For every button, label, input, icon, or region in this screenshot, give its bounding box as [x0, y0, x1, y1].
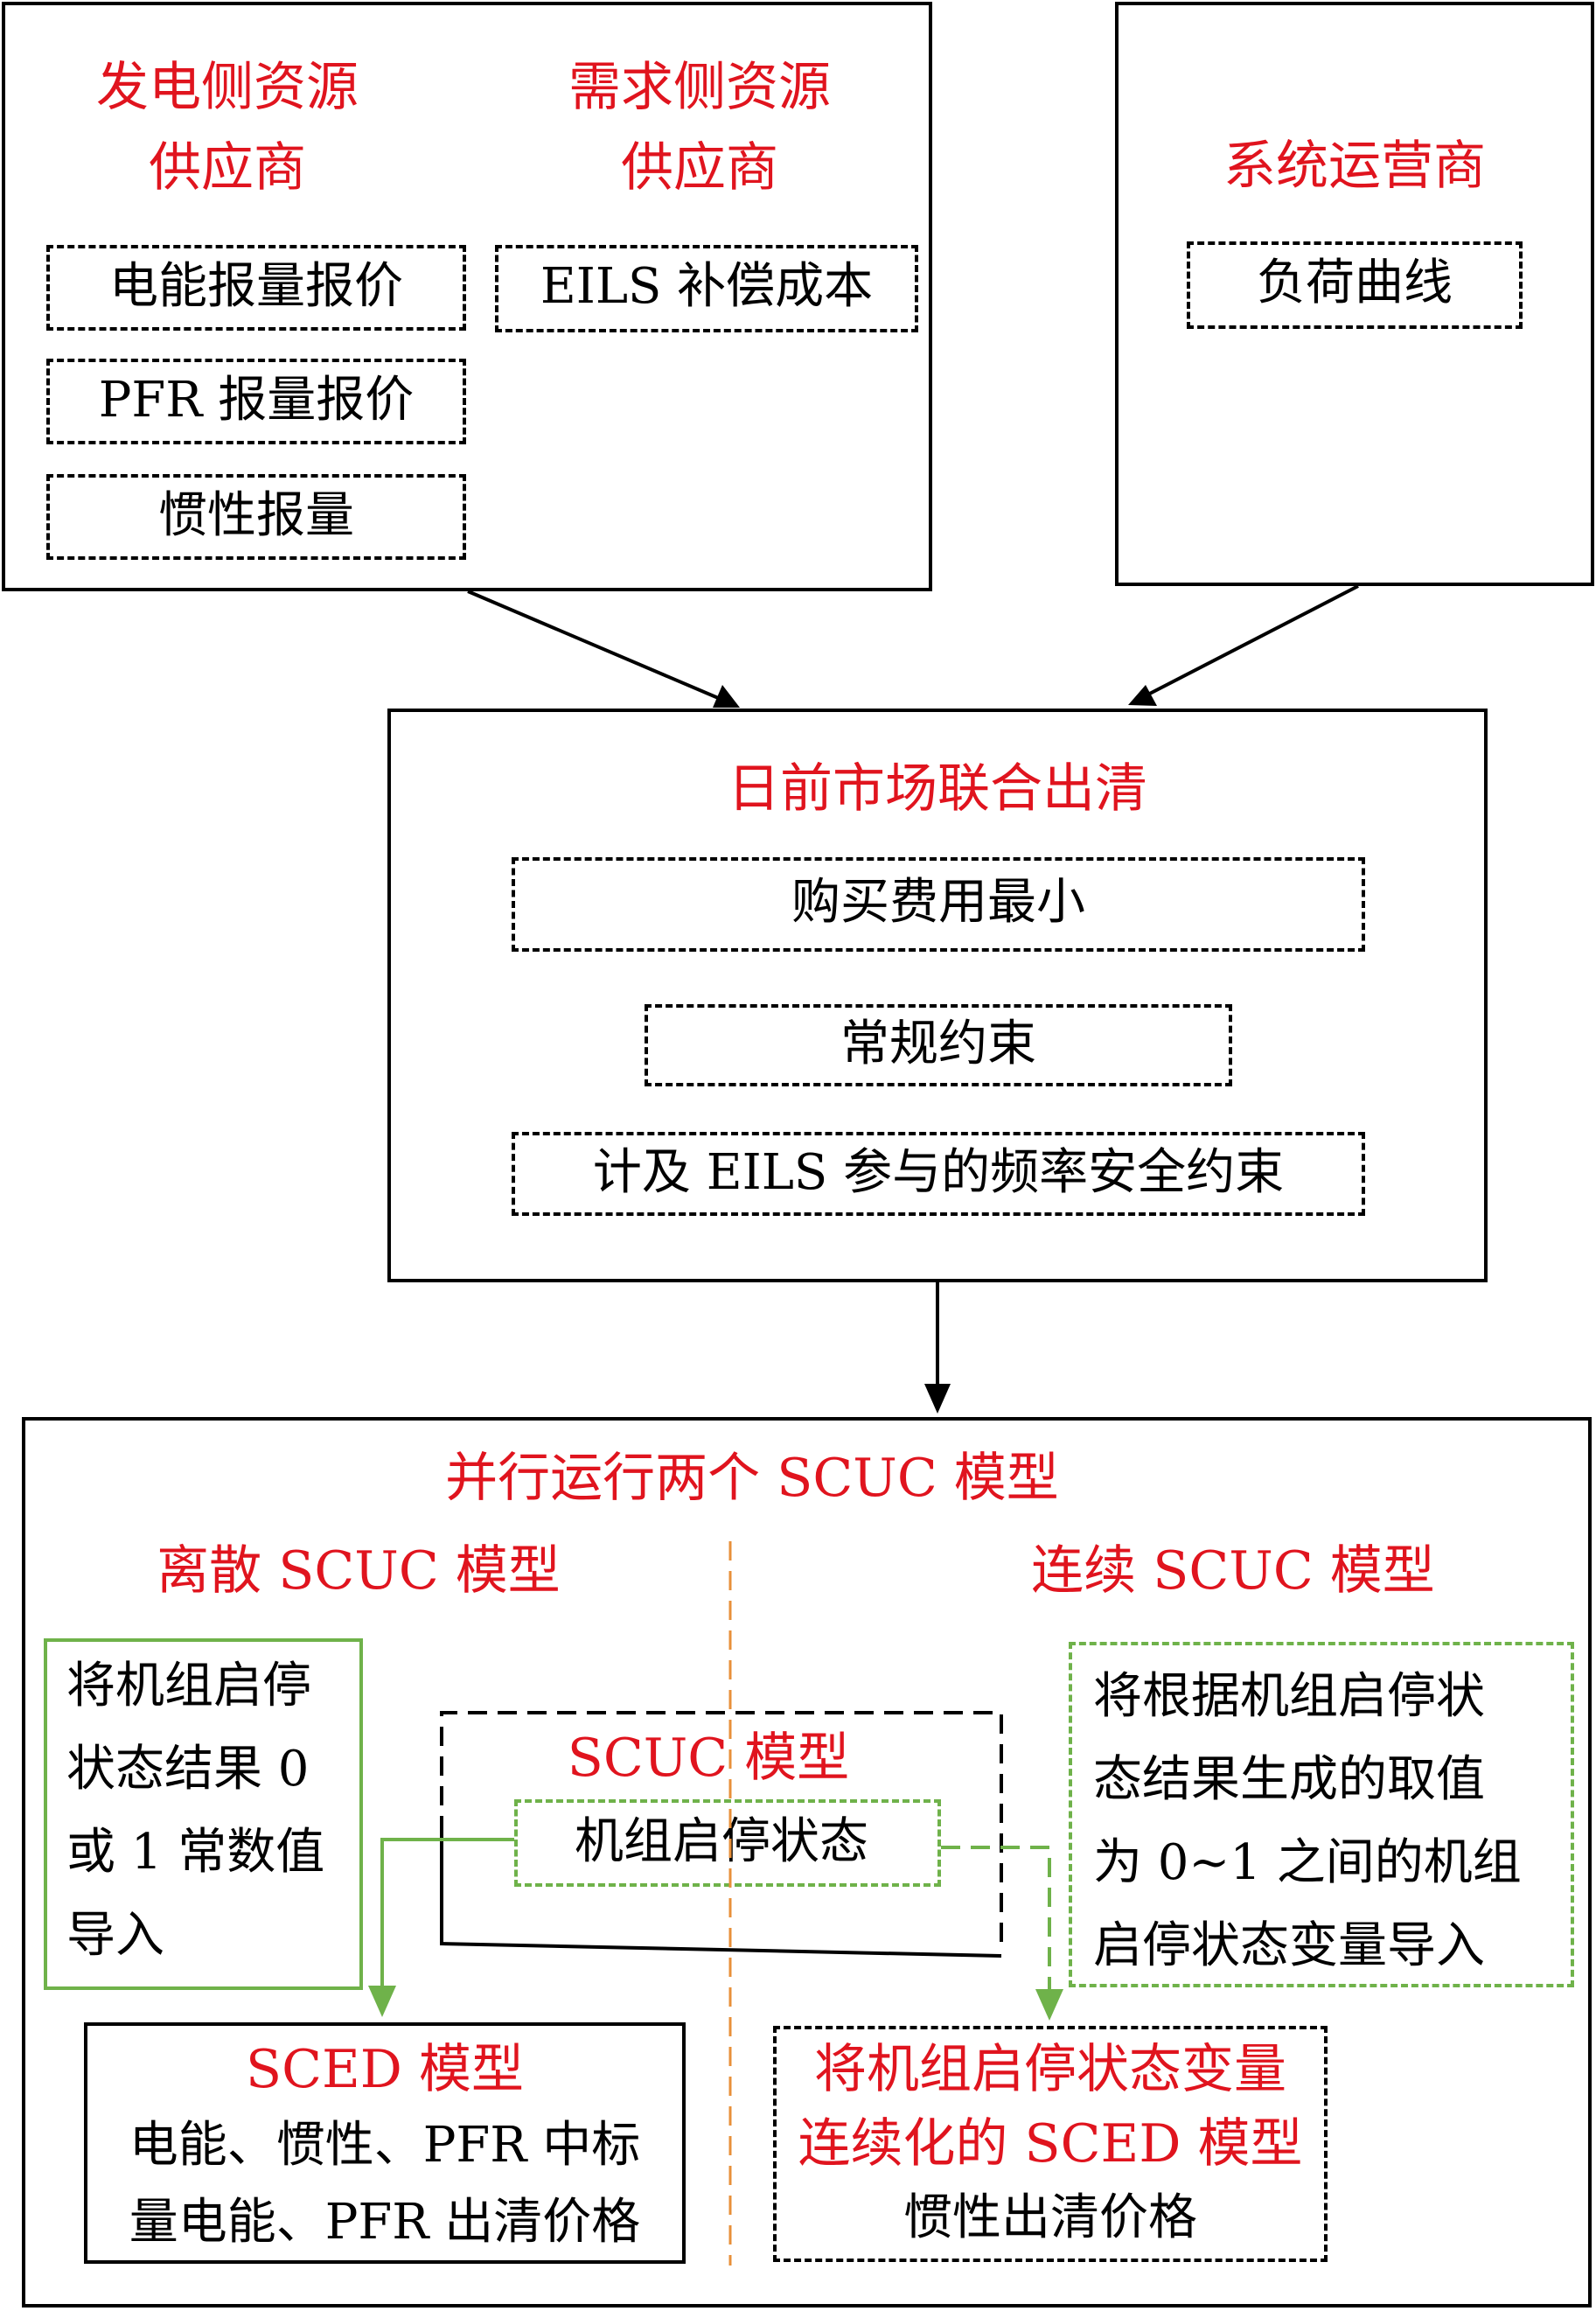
unit-status-box [514, 1799, 941, 1887]
eils-cost-label: EILS 补偿成本 [540, 258, 874, 315]
clearing-box [387, 709, 1488, 1282]
regular-constraint-box [645, 1004, 1232, 1086]
arrow-clearing-head [924, 1384, 951, 1414]
demand-title-line1: 需求侧资源 [568, 57, 831, 118]
discrete-note-line: 将机组启停 [66, 1658, 311, 1714]
arrow-operator-head [1128, 685, 1157, 706]
demand-title-line2: 供应商 [621, 137, 778, 199]
unit-status-label: 机组启停状态 [575, 1813, 868, 1870]
load-curve-box [1187, 241, 1523, 329]
operator-box [1115, 2, 1594, 586]
frequency-constraint-label: 计及 EILS 参与的频率安全约束 [592, 1144, 1285, 1201]
green-connector-right [941, 1846, 1051, 1991]
gen-title-line2: 供应商 [149, 137, 306, 199]
min-cost-label: 购买费用最小 [791, 874, 1085, 931]
continuous-note-line: 为 0~1 之间的机组 [1093, 1834, 1522, 1891]
continuous-note-line: 将根据机组启停状 [1093, 1668, 1485, 1725]
load-curve-label: 负荷曲线 [1257, 255, 1453, 311]
continuous-scuc-title: 连续 SCUC 模型 [1031, 1540, 1435, 1602]
clearing-title: 日前市场联合出清 [728, 758, 1147, 820]
continuous-note-box [1069, 1642, 1574, 1987]
green-connector-left [380, 1838, 514, 1987]
arrow-supplier-head [713, 685, 740, 708]
parallel-scuc-title: 并行运行两个 SCUC 模型 [445, 1448, 1059, 1509]
green-arrow-left-head [368, 1986, 396, 2017]
discrete-note-text: 将机组启停 状态结果 0 或 1 常数值 导入 [66, 1644, 364, 1977]
sced-right-title-line2: 连续化的 SCED 模型 [798, 2113, 1303, 2175]
sced-left-title: SCED 模型 [246, 2039, 524, 2100]
discrete-note-line: 状态结果 0 [66, 1741, 310, 1798]
sced-left-box [84, 2022, 686, 2264]
pfr-bid-label: PFR 报量报价 [98, 372, 415, 429]
inertia-bid-box [46, 474, 466, 560]
scuc-model-outline [440, 1711, 1003, 1944]
regular-constraint-label: 常规约束 [840, 1016, 1036, 1072]
arrow-supplier-to-clearing [467, 590, 729, 704]
scuc-model-outline-bottom [440, 1835, 1002, 1958]
parallel-scuc-box [22, 1417, 1592, 2308]
supplier-box [2, 2, 932, 591]
frequency-constraint-box [512, 1132, 1365, 1216]
discrete-note-line: 或 1 常数值 [66, 1824, 325, 1881]
discrete-note-line: 导入 [66, 1907, 164, 1964]
discrete-note-box [44, 1638, 363, 1990]
sced-left-line: 量电能、PFR 出清价格 [129, 2194, 641, 2251]
pfr-bid-box [46, 359, 466, 444]
sced-right-box [773, 2026, 1328, 2262]
discrete-scuc-title: 离散 SCUC 模型 [157, 1540, 561, 1602]
continuous-note-text: 将根据机组启停状 态结果生成的取值 为 0~1 之间的机组 启停状态变量导入 [1093, 1655, 1570, 1987]
arrow-operator-to-clearing [1139, 584, 1359, 701]
min-cost-box [512, 857, 1365, 952]
sced-left-line: 电能、惯性、PFR 中标 [129, 2117, 641, 2174]
sced-right-title-line1: 将机组启停状态变量 [814, 2039, 1286, 2100]
scuc-model-title: SCUC 模型 [567, 1728, 850, 1789]
green-arrow-right-head [1035, 1989, 1063, 2021]
continuous-note-line: 态结果生成的取值 [1093, 1751, 1485, 1808]
energy-bid-box [46, 245, 466, 331]
gen-title-line1: 发电侧资源 [96, 57, 359, 118]
inertia-bid-label: 惯性报量 [158, 487, 354, 544]
energy-bid-label: 电能报量报价 [109, 258, 403, 315]
continuous-note-line: 启停状态变量导入 [1093, 1917, 1485, 1974]
operator-title: 系统运营商 [1223, 136, 1486, 197]
sced-right-line: 惯性出清价格 [903, 2189, 1197, 2246]
eils-cost-box [495, 245, 918, 332]
